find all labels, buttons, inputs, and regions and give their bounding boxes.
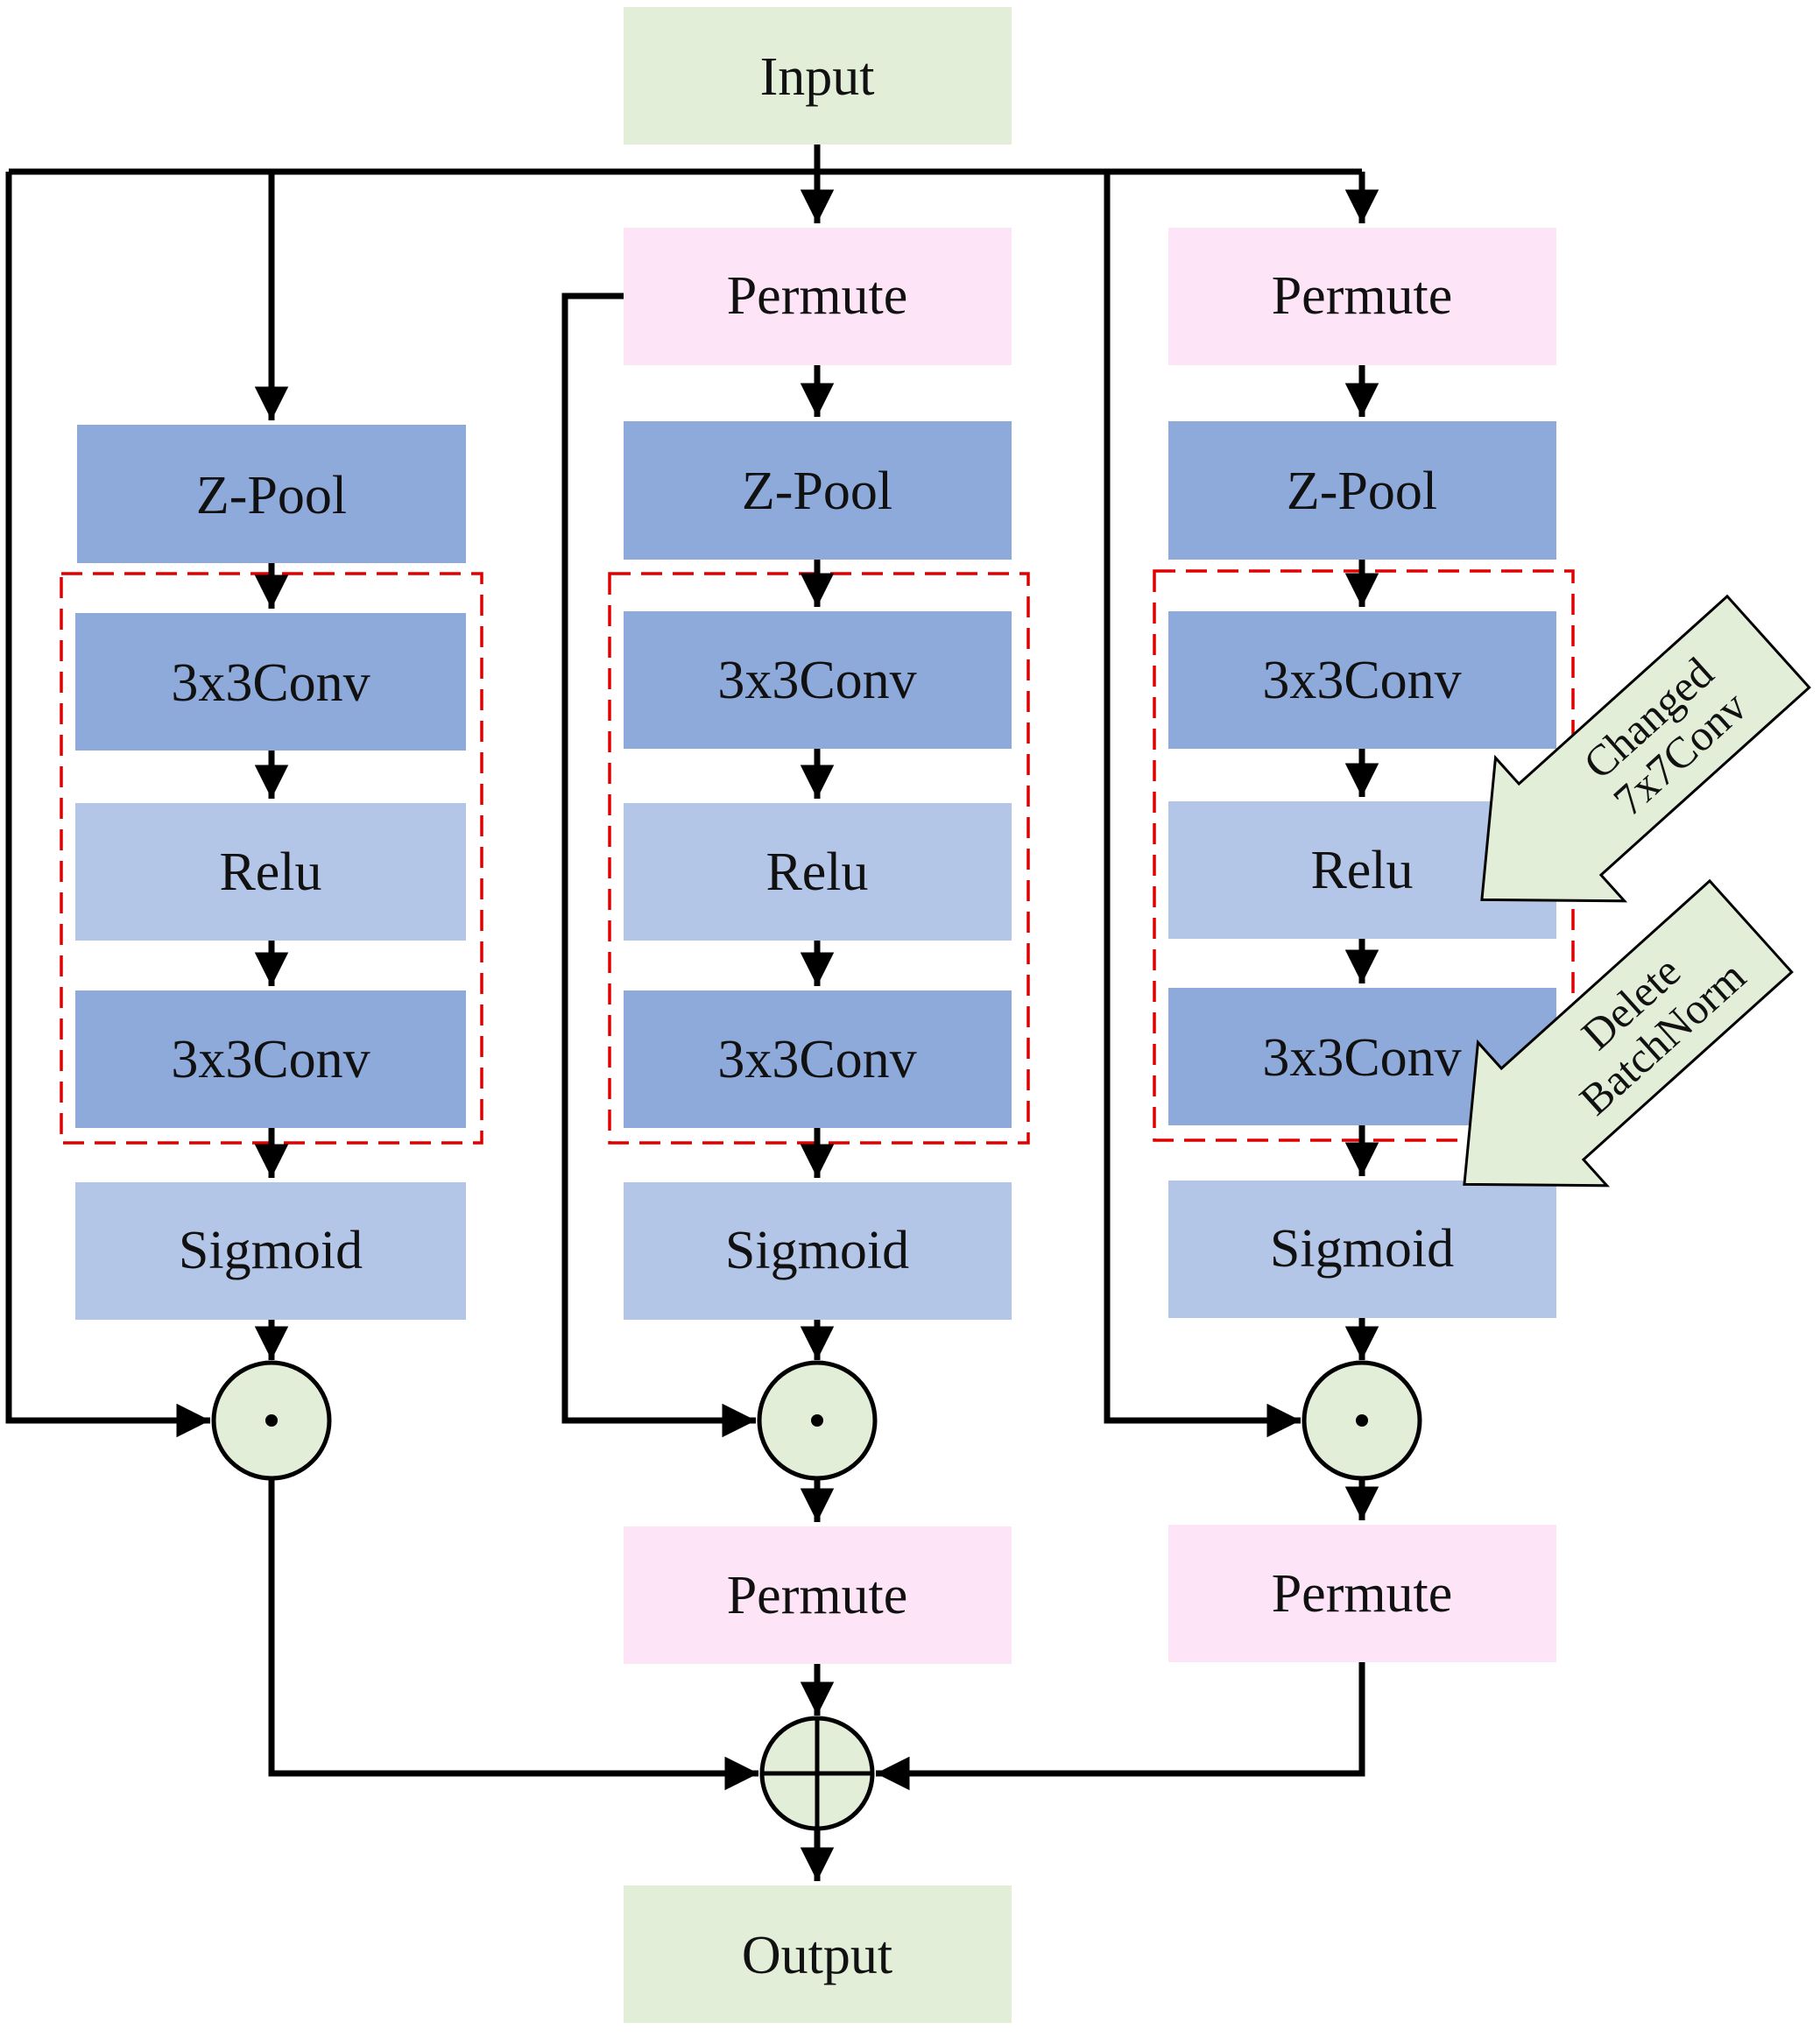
edge-skip-1 xyxy=(5,172,210,1438)
conv-block-1: 3x3Conv xyxy=(75,613,466,751)
input-label: Input xyxy=(760,47,875,107)
relu-block: Relu xyxy=(75,803,466,941)
multiply-node xyxy=(757,1360,878,1481)
zpool-block: Z-Pool xyxy=(1168,421,1556,560)
svg-text:Sigmoid: Sigmoid xyxy=(725,1221,909,1280)
svg-text:Permute: Permute xyxy=(1272,1564,1453,1624)
sigmoid-block: Sigmoid xyxy=(75,1182,466,1320)
zpool-block: Z-Pool xyxy=(624,421,1012,560)
output-node: Output xyxy=(624,1885,1012,2023)
svg-text:Z-Pool: Z-Pool xyxy=(196,466,347,525)
sigmoid-block: Sigmoid xyxy=(624,1182,1012,1320)
svg-text:3x3Conv: 3x3Conv xyxy=(171,1030,370,1089)
svg-text:Z-Pool: Z-Pool xyxy=(742,462,892,521)
multiply-node xyxy=(1302,1360,1422,1481)
conv-block-2: 3x3Conv xyxy=(75,990,466,1128)
conv-block-1: 3x3Conv xyxy=(1168,611,1556,749)
svg-text:Sigmoid: Sigmoid xyxy=(179,1221,363,1280)
svg-text:Permute: Permute xyxy=(727,266,908,326)
output-label: Output xyxy=(742,1926,892,1985)
zpool-block: Z-Pool xyxy=(77,425,466,563)
svg-text:3x3Conv: 3x3Conv xyxy=(717,651,916,710)
callout-delete-batchnorm: Delete BatchNorm xyxy=(1463,878,1794,1188)
conv-block-2: 3x3Conv xyxy=(624,990,1012,1128)
sigmoid-block: Sigmoid xyxy=(1168,1181,1556,1318)
svg-text:Relu: Relu xyxy=(219,842,321,902)
svg-text:Permute: Permute xyxy=(1272,266,1453,326)
svg-text:Relu: Relu xyxy=(765,842,868,902)
permute-block-top: Permute xyxy=(1168,228,1556,365)
edge-skip-3 xyxy=(1104,172,1301,1438)
connectors xyxy=(5,144,1379,1881)
branch-2: Permute Z-Pool 3x3Conv Relu 3x3Conv Sigm… xyxy=(608,228,1030,1664)
permute-block-top: Permute xyxy=(624,228,1012,365)
edge-permute-3-to-add xyxy=(876,1662,1365,1791)
svg-text:Sigmoid: Sigmoid xyxy=(1270,1219,1454,1279)
svg-text:Z-Pool: Z-Pool xyxy=(1287,462,1437,521)
edge-mult-1-to-add xyxy=(268,1478,758,1791)
add-node xyxy=(759,1716,875,1831)
permute-block-bottom: Permute xyxy=(1168,1525,1556,1662)
svg-text:Relu: Relu xyxy=(1310,841,1413,900)
relu-block: Relu xyxy=(624,803,1012,941)
svg-text:3x3Conv: 3x3Conv xyxy=(171,653,370,713)
svg-text:3x3Conv: 3x3Conv xyxy=(717,1030,916,1089)
multiply-node xyxy=(211,1360,332,1481)
input-node: Input xyxy=(624,7,1012,144)
branch-3: Permute Z-Pool 3x3Conv Relu 3x3Conv Sigm… xyxy=(1153,228,1575,1662)
svg-text:3x3Conv: 3x3Conv xyxy=(1262,1028,1461,1088)
svg-text:3x3Conv: 3x3Conv xyxy=(1262,651,1461,710)
edge-skip-2 xyxy=(561,293,756,1438)
permute-block-bottom: Permute xyxy=(624,1526,1012,1664)
conv-block-1: 3x3Conv xyxy=(624,611,1012,749)
svg-text:Permute: Permute xyxy=(727,1566,908,1625)
